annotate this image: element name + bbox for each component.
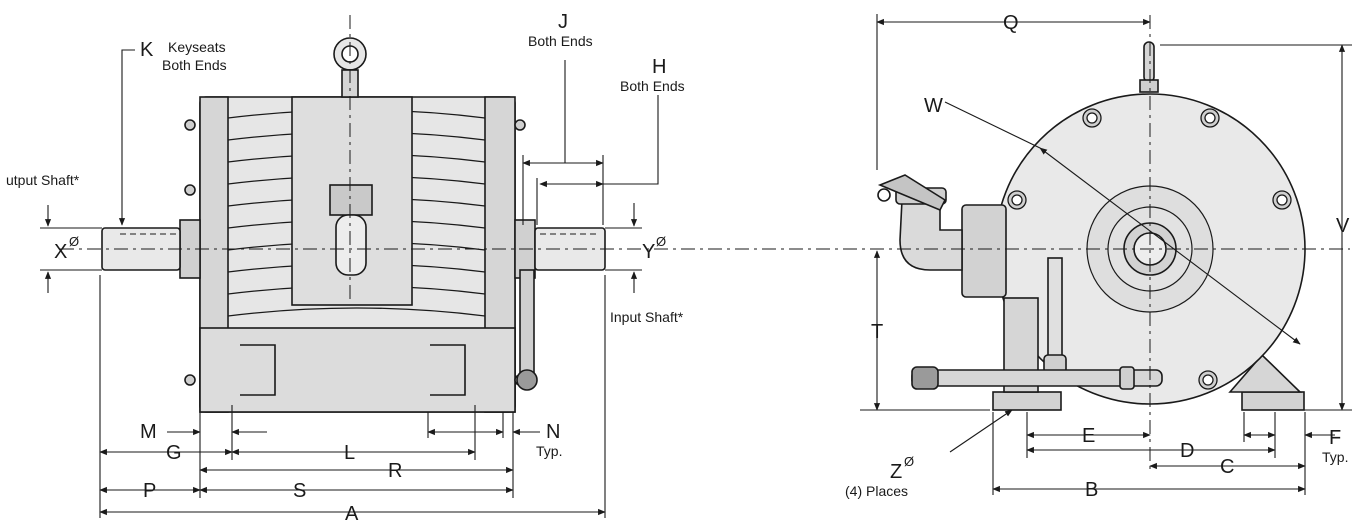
label-n: N	[546, 421, 560, 443]
label-z: Z	[890, 461, 902, 483]
conduit-elbow	[899, 199, 963, 271]
side-centerlines	[60, 15, 870, 300]
label-g: G	[166, 442, 182, 464]
label-keyseats-1: Keyseats	[168, 39, 226, 55]
labels: K Keyseats Both Ends J Both Ends H Both …	[6, 11, 1350, 525]
left-foot	[992, 391, 1062, 411]
label-z-note: (4) Places	[845, 483, 908, 499]
label-h-note: Both Ends	[620, 78, 685, 94]
label-w: W	[924, 95, 943, 117]
base-skirt	[199, 327, 516, 413]
label-m: M	[140, 421, 157, 443]
label-y-diam: Ø	[656, 234, 666, 249]
label-z-diam: Ø	[904, 454, 914, 469]
label-s: S	[293, 480, 306, 502]
side-view	[101, 37, 606, 413]
label-b: B	[1085, 479, 1098, 501]
label-r: R	[388, 460, 402, 482]
conduit-fitting	[329, 184, 373, 216]
label-n-note: Typ.	[536, 443, 562, 459]
label-x-diam: Ø	[69, 234, 79, 249]
label-c: C	[1220, 456, 1234, 478]
label-l: L	[344, 442, 355, 464]
label-j: J	[558, 11, 568, 33]
label-keyseats-2: Both Ends	[162, 57, 227, 73]
label-f: F	[1329, 427, 1341, 449]
side-dimensions	[40, 49, 659, 518]
label-j-note: Both Ends	[528, 33, 593, 49]
conduit-box-end	[961, 204, 1007, 298]
label-h: H	[652, 56, 666, 78]
label-input-shaft: Input Shaft*	[610, 309, 684, 325]
label-d: D	[1180, 440, 1194, 462]
label-f-note: Typ.	[1322, 449, 1348, 465]
end-lifting-eye	[1143, 41, 1155, 83]
label-p: P	[143, 480, 156, 502]
label-x: X	[54, 241, 67, 263]
label-q: Q	[1003, 12, 1019, 34]
label-y: Y	[642, 241, 655, 263]
brake-lever	[519, 269, 535, 381]
label-t: T	[871, 321, 883, 343]
sight-gauge	[1047, 257, 1063, 359]
label-e: E	[1082, 425, 1095, 447]
right-foot	[1241, 391, 1305, 411]
end-dimensions	[860, 14, 1352, 495]
label-output-shaft: utput Shaft*	[6, 172, 80, 188]
label-a: A	[345, 503, 359, 525]
label-v: V	[1336, 215, 1350, 237]
label-k: K	[140, 39, 154, 61]
